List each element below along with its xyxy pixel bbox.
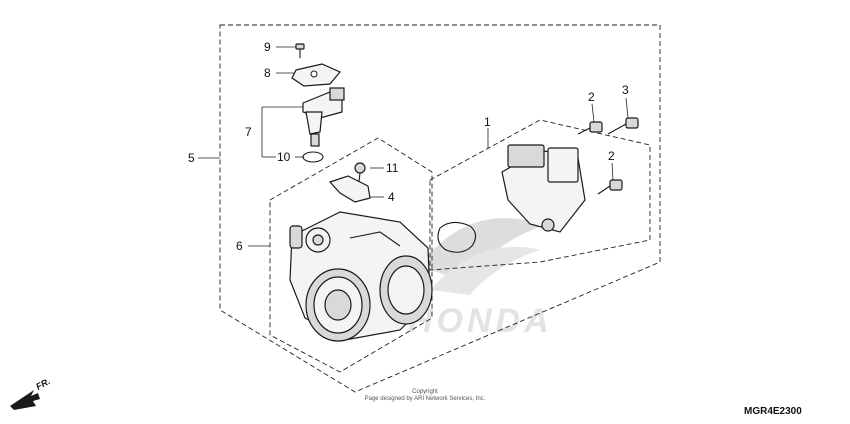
callout-5: 5 <box>188 151 195 165</box>
throttle-body-boundary <box>269 137 433 373</box>
callout-1: 1 <box>484 115 491 129</box>
screw-part-9 <box>295 43 305 58</box>
plate-part-8 <box>291 63 341 87</box>
callout-9: 9 <box>264 40 271 54</box>
callout-10: 10 <box>277 150 291 164</box>
front-direction-arrow-icon <box>10 390 40 410</box>
svg-text:HONDA: HONDA <box>408 302 553 340</box>
callout-2b: 2 <box>608 149 615 163</box>
o-ring-part-10 <box>302 151 324 163</box>
gasket <box>437 221 477 253</box>
front-direction-label: FR. <box>34 376 51 392</box>
sensor-unit-part-1 <box>501 144 586 233</box>
screw-part-2-upper <box>577 121 603 135</box>
leader-lines <box>198 46 629 247</box>
callout-4: 4 <box>388 190 395 204</box>
callout-8: 8 <box>264 66 271 80</box>
bracket-part-4 <box>328 175 371 203</box>
assembly-boundary <box>219 24 661 393</box>
callout-2: 2 <box>588 90 595 104</box>
throttle-body-part-6 <box>289 211 433 342</box>
screw-part-2-lower <box>597 179 623 195</box>
sensor-assembly-boundary <box>429 119 651 271</box>
copyright-line-1: Copyright <box>412 389 438 395</box>
screw-part-3 <box>607 117 639 135</box>
diagram-code: MGR4E2300 <box>744 406 802 417</box>
watermark-logo: HONDA <box>408 218 553 340</box>
callout-6: 6 <box>236 239 243 253</box>
sensor-part-7 <box>302 87 345 147</box>
callout-11: 11 <box>386 161 399 175</box>
copyright-line-2: Page designed by ARI Network Services, I… <box>365 396 486 402</box>
callout-3: 3 <box>622 83 629 97</box>
callout-7: 7 <box>245 125 252 139</box>
